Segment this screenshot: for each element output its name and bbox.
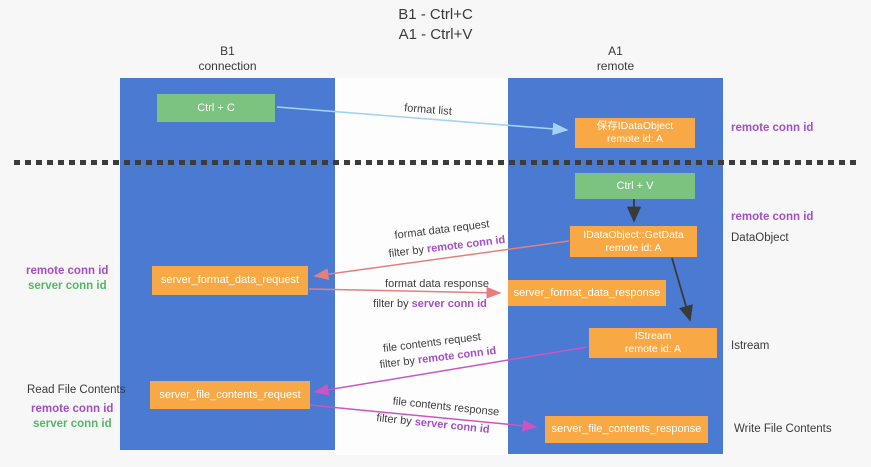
node-server-file-contents-request: server_file_contents_request [150, 381, 310, 409]
node-server-format-data-response: server_format_data_response [508, 280, 666, 306]
lane-a1-title: A1 [608, 44, 623, 58]
side-label-server-conn-id-left-1: server conn id [28, 280, 107, 292]
node-server-file-contents-response: server_file_contents_response [545, 416, 708, 443]
lane-b1-title: B1 [220, 44, 235, 58]
node-ctrl-c: Ctrl + C [157, 94, 275, 122]
node-getdata-line1: IDataObject::GetData [583, 228, 684, 241]
title-line-1: B1 - Ctrl+C [398, 6, 473, 23]
lane-header-a1: A1 remote [508, 44, 723, 74]
filter-server-conn-id: server conn id [411, 298, 487, 310]
node-getdata-line2: remote id: A [605, 241, 662, 254]
side-label-istream: Istream [731, 340, 770, 352]
node-save-idataobject-line1: 保存IDataObject [596, 120, 674, 132]
node-save-idataobject-line2: remote id: A [606, 133, 664, 145]
node-istream-line2: remote id: A [624, 343, 682, 355]
lane-b1-subtitle: connection [198, 59, 257, 73]
side-label-remote-conn-id-left-2: remote conn id [31, 403, 114, 415]
side-label-dataobject: DataObject [731, 232, 789, 244]
node-file-response-label: server_file_contents_response [551, 423, 702, 435]
side-label-read-file-contents: Read File Contents [27, 384, 126, 396]
node-save-idataobject: 保存IDataObject remote id: A [575, 118, 695, 148]
node-ctrl-v: Ctrl + V [575, 173, 695, 199]
node-istream-line1: IStream [634, 330, 672, 342]
title-line-2: A1 - Ctrl+V [398, 26, 473, 43]
diagram-title: B1 - Ctrl+C A1 - Ctrl+V [0, 5, 871, 45]
node-format-request-label: server_format_data_request [160, 274, 300, 286]
node-format-response-label: server_format_data_response [513, 286, 661, 299]
node-ctrl-v-label: Ctrl + V [616, 179, 654, 192]
node-file-request-label: server_file_contents_request [159, 388, 301, 401]
node-server-format-data-request: server_format_data_request [152, 266, 308, 295]
lane-header-b1: B1 connection [120, 44, 335, 74]
side-label-remote-conn-id-left-1: remote conn id [26, 265, 109, 277]
side-label-write-file-contents: Write File Contents [734, 423, 832, 435]
side-label-server-conn-id-left-2: server conn id [33, 418, 112, 430]
edge-label-filter-server-1: filter by server conn id [373, 298, 487, 310]
side-label-remote-conn-id-right-2: remote conn id [731, 211, 814, 223]
side-label-remote-conn-id-right-1: remote conn id [731, 122, 814, 134]
edge-label-format-data-response: format data response [385, 278, 489, 290]
node-ctrl-c-label: Ctrl + C [197, 101, 235, 114]
dashed-divider [14, 160, 856, 165]
lane-a1-subtitle: remote [596, 59, 635, 73]
node-istream: IStream remote id: A [589, 328, 717, 358]
node-idataobject-getdata: IDataObject::GetData remote id: A [570, 226, 697, 257]
filter-prefix: filter by [373, 298, 412, 310]
